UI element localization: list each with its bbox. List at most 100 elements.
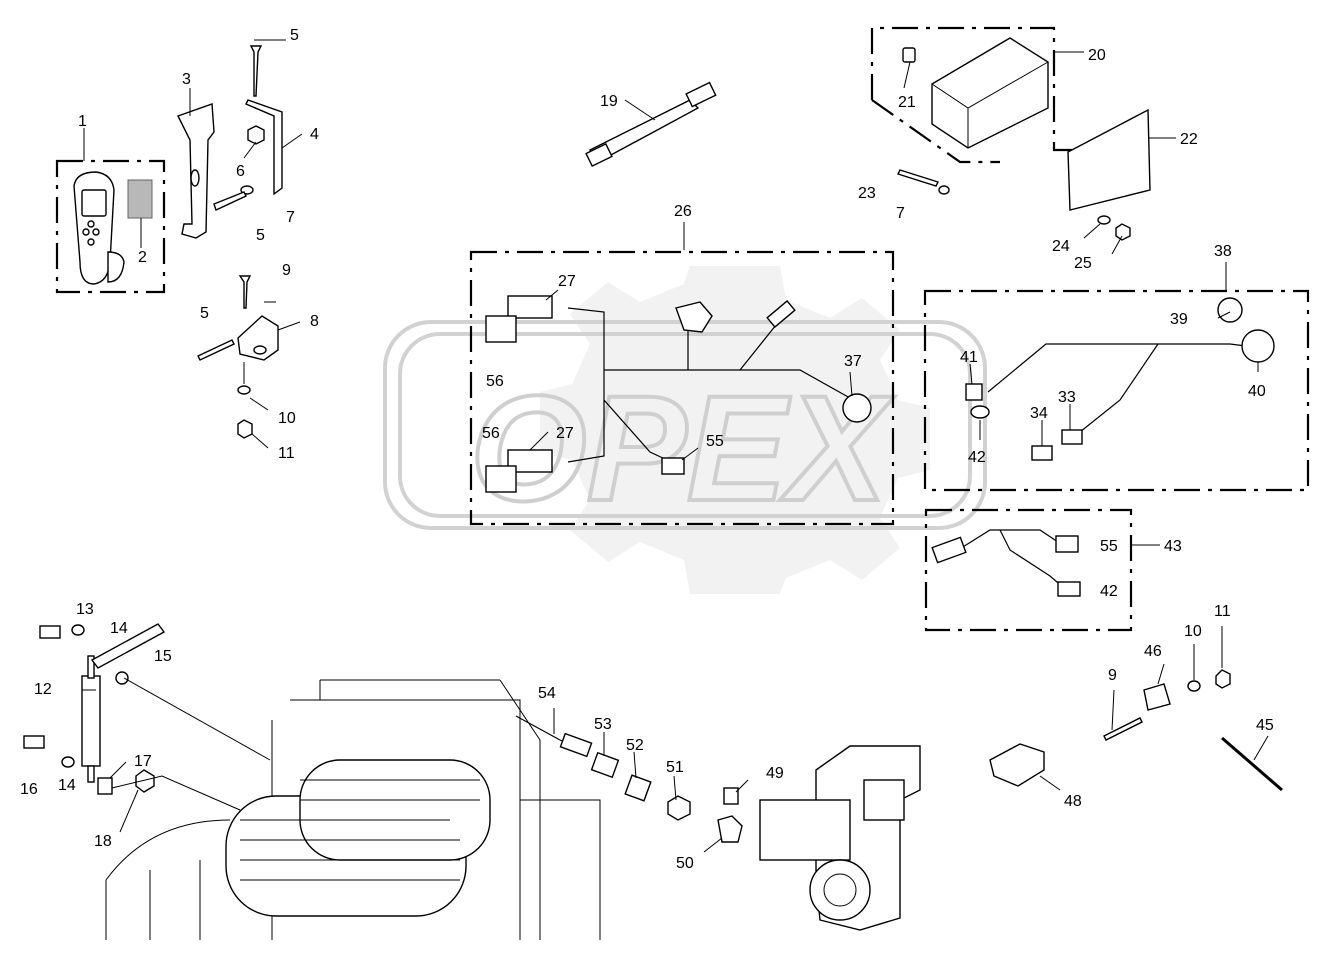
fitting-52 xyxy=(624,774,652,802)
cap-21 xyxy=(902,47,916,63)
callout-5-top: 5 xyxy=(290,27,299,44)
callout-51: 51 xyxy=(666,759,684,776)
cable-tie-45 xyxy=(1221,736,1283,792)
callout-1: 1 xyxy=(78,113,87,130)
callout-43: 43 xyxy=(1164,538,1182,555)
callouts: 1 2 3 4 5 5 5 6 7 7 8 9 9 10 10 11 11 12… xyxy=(20,27,1274,872)
screw-23 xyxy=(897,169,939,187)
fitting-53 xyxy=(590,751,620,779)
group-cable-19 xyxy=(585,81,717,168)
connector-37 xyxy=(842,393,872,423)
bracket-8 xyxy=(237,315,279,361)
callout-23: 23 xyxy=(858,185,876,202)
group-gas-spring xyxy=(23,623,271,811)
callout-13: 13 xyxy=(76,601,94,618)
callout-10-right: 10 xyxy=(1184,623,1202,640)
callout-39: 39 xyxy=(1170,311,1188,328)
callout-11-left: 11 xyxy=(278,445,295,462)
callout-3: 3 xyxy=(182,71,191,88)
harness-26-frame xyxy=(469,250,895,526)
washer-14a xyxy=(71,624,85,636)
callout-48: 48 xyxy=(1064,793,1082,810)
callout-42-top: 42 xyxy=(968,449,986,466)
group-fittings xyxy=(515,715,743,843)
callout-7-left: 7 xyxy=(286,209,295,226)
washer-24 xyxy=(1097,215,1111,225)
callout-11-right: 11 xyxy=(1214,603,1231,620)
display-unit-frame xyxy=(55,159,166,294)
cap-39 xyxy=(1217,297,1243,323)
callout-12: 12 xyxy=(34,681,52,698)
callout-37: 37 xyxy=(844,353,862,370)
callout-15: 15 xyxy=(154,648,172,665)
bolt-16 xyxy=(23,735,45,749)
sensor-54 xyxy=(559,732,593,758)
machine-drawing xyxy=(105,679,601,940)
fitting-49 xyxy=(723,787,739,805)
callout-9-right: 9 xyxy=(1108,667,1117,684)
connector-55b xyxy=(1055,535,1079,553)
callout-46: 46 xyxy=(1144,643,1162,660)
harness-38-frame xyxy=(923,289,1310,492)
plate-22 xyxy=(1067,108,1151,211)
callout-55-low: 55 xyxy=(1100,538,1118,555)
connector-56-low xyxy=(485,465,517,493)
callout-41: 41 xyxy=(960,349,978,366)
callout-16: 16 xyxy=(20,781,38,798)
callout-17: 17 xyxy=(134,753,152,770)
callout-54: 54 xyxy=(538,685,556,702)
connector-41 xyxy=(965,383,983,401)
clamp-46 xyxy=(1143,683,1171,711)
callout-27-low: 27 xyxy=(556,425,574,442)
group-harness-26 xyxy=(469,222,895,526)
leader-lines xyxy=(82,39,1259,853)
callout-55-top: 55 xyxy=(706,433,724,450)
callout-49: 49 xyxy=(766,765,784,782)
hydraulic-motor xyxy=(759,745,921,931)
connector-33 xyxy=(1061,429,1083,445)
callout-2: 2 xyxy=(138,249,147,266)
harness-43-frame xyxy=(924,508,1133,632)
callout-21: 21 xyxy=(898,94,916,111)
box-20 xyxy=(931,37,1049,149)
opex-watermark: OPEX xyxy=(383,266,987,594)
group-bracket xyxy=(177,45,283,439)
group-right-parts xyxy=(989,669,1283,792)
callout-5-low: 5 xyxy=(200,305,209,322)
spring-rod xyxy=(90,623,166,669)
callout-56-low: 56 xyxy=(482,425,500,442)
group-harness-38 xyxy=(923,262,1310,492)
connector-34 xyxy=(1031,445,1053,461)
nut-11b xyxy=(1215,669,1231,689)
box-20-frame xyxy=(870,26,1080,210)
callout-24: 24 xyxy=(1052,238,1070,255)
spacer-17 xyxy=(97,777,113,795)
callout-25: 25 xyxy=(1074,255,1092,272)
screw-5-low xyxy=(197,339,235,361)
callout-50: 50 xyxy=(676,855,694,872)
callout-19: 19 xyxy=(600,93,618,110)
callout-53: 53 xyxy=(594,716,612,733)
watermark-text: OPEX xyxy=(470,364,895,532)
callout-4: 4 xyxy=(310,126,319,143)
screw-5-top xyxy=(249,45,263,97)
bracket-4 xyxy=(245,99,283,196)
plug-42b xyxy=(1057,581,1081,597)
callout-34: 34 xyxy=(1030,405,1048,422)
connector-56-top xyxy=(485,315,517,343)
connector-55 xyxy=(661,457,685,475)
screw-5-mid xyxy=(213,191,247,211)
callout-10-left: 10 xyxy=(278,410,296,427)
callout-56-top: 56 xyxy=(486,373,504,390)
callout-6: 6 xyxy=(236,163,245,180)
callout-14-low: 14 xyxy=(58,777,76,794)
callout-22: 22 xyxy=(1180,131,1198,148)
callout-9-left: 9 xyxy=(282,262,291,279)
callout-18: 18 xyxy=(94,833,112,850)
display-pad xyxy=(127,179,153,219)
callout-40: 40 xyxy=(1248,383,1266,400)
tee-48 xyxy=(989,743,1045,787)
bolt-9b xyxy=(1103,717,1143,741)
callout-52: 52 xyxy=(626,737,644,754)
